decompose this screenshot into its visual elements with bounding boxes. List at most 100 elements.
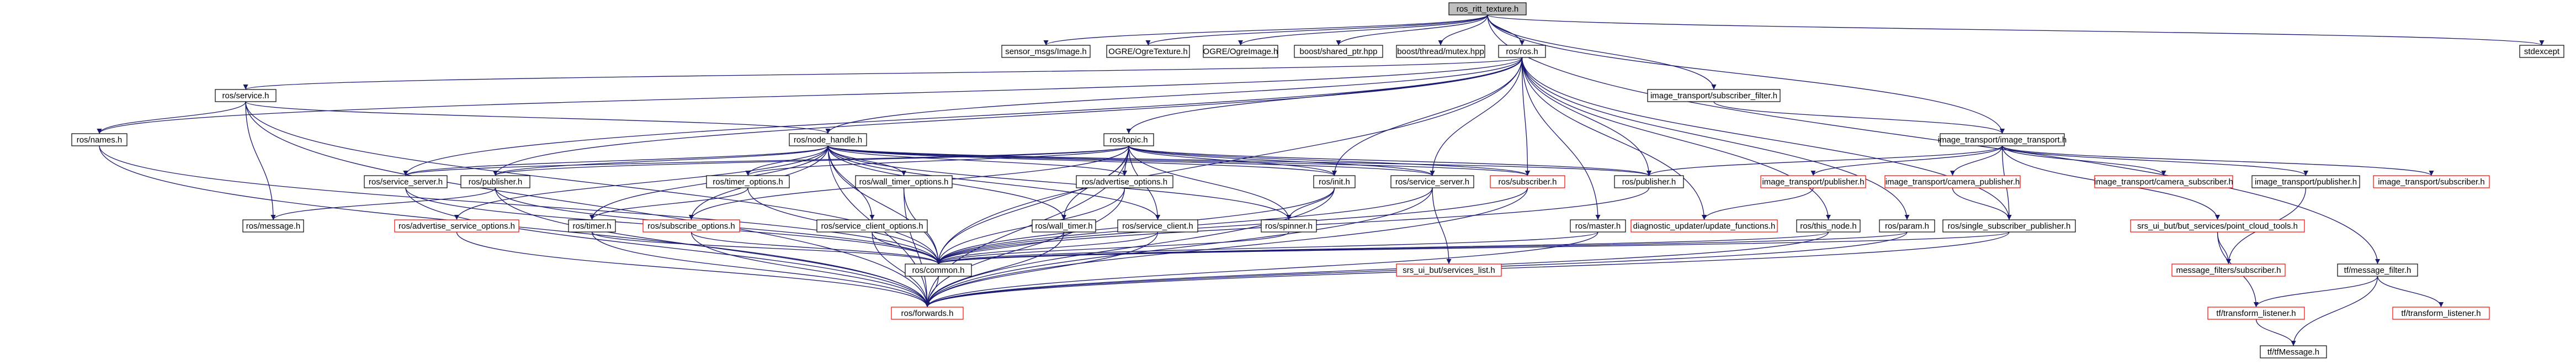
node-it_pub2[interactable]: image_transport/publisher.h [2251,175,2360,188]
node-rospub_r[interactable]: ros/publisher.h [1614,175,1684,188]
node-label-it_pub: image_transport/publisher.h [1762,177,1864,187]
node-roscommon[interactable]: ros/common.h [905,263,972,277]
node-stdexcept[interactable]: stdexcept [2519,45,2564,58]
edge-rosros-to-rosnames [97,57,1523,134]
node-label-rostimer: ros/timer.h [572,221,611,231]
node-box-nodehandle [789,133,867,146]
node-rostopic[interactable]: ros/topic.h [1103,133,1154,146]
node-label-root: ros_ritt_texture.h [1457,4,1519,14]
node-it_sub[interactable]: image_transport/subscriber.h [2373,175,2490,188]
node-singlesubpub[interactable]: ros/single_subscriber_publisher.h [1942,219,2076,233]
node-it_it[interactable]: image_transport/image_transport.h [1938,133,2067,146]
edge-rosros-to-servsrv_r [1430,57,1523,176]
node-label-rosservice: ros/service.h [222,91,269,101]
node-label-rospub_r: ros/publisher.h [1622,177,1676,187]
node-it_campub[interactable]: image_transport/camera_publisher.h [1884,175,2021,188]
edge-rosros-to-rosinit [1331,57,1523,176]
node-rosros[interactable]: ros/ros.h [1498,45,1546,58]
node-rostimer[interactable]: ros/timer.h [568,219,616,233]
node-sharedptr[interactable]: boost/shared_ptr.hpp [1294,45,1383,58]
node-label-tftl_l: tf/transform_listener.h [2216,309,2296,318]
node-subopt[interactable]: ros/subscribe_options.h [642,219,740,233]
node-rosinit[interactable]: ros/init.h [1313,175,1356,188]
node-sensor_msgs[interactable]: sensor_msgs/Image.h [1001,45,1091,58]
edge-rostopic-to-rossub [1128,145,1530,176]
node-label-rosforwards: ros/forwards.h [901,309,953,318]
node-it_pub[interactable]: image_transport/publisher.h [1760,175,1866,188]
edge-it_subfilter-to-it_it [1713,101,2005,134]
node-tftl_r[interactable]: tf/transform_listener.h [2392,307,2490,320]
edge-root-to-sensor_msgs [1043,14,1488,46]
node-box-tfmsgfilter [2337,263,2418,277]
node-diagupd[interactable]: diagnostic_updater/update_functions.h [1630,219,1778,233]
node-label-tfmessage: tf/tfMessage.h [2267,347,2319,357]
node-box-walltimer [1032,219,1096,233]
node-label-rosspinner: ros/spinner.h [1265,221,1313,231]
node-box-rostimer [568,219,616,233]
node-nodehandle[interactable]: ros/node_handle.h [789,133,867,146]
node-label-subopt: ros/subscribe_options.h [647,221,735,231]
edge-walltimer-to-roscommon [936,231,1065,265]
edge-walltimeropt-to-rosforwards [903,187,930,308]
node-box-rospub_r [1614,175,1684,188]
node-ogreimage[interactable]: OGRE/OgreImage.h [1203,45,1278,58]
node-thisnode[interactable]: ros/this_node.h [1796,219,1861,233]
node-advservopt[interactable]: ros/advertise_service_options.h [394,219,519,233]
node-box-servclient [1117,219,1198,233]
edge-rostopic-to-servsrv_r [1128,145,1435,176]
node-servsrv_r[interactable]: ros/service_server.h [1390,175,1474,188]
node-root[interactable]: ros_ritt_texture.h [1448,2,1527,15]
node-rosmaster[interactable]: ros/master.h [1570,219,1626,233]
node-rossub[interactable]: ros/subscriber.h [1490,175,1565,188]
node-label-thisnode: ros/this_node.h [1800,221,1857,231]
node-box-rossub [1490,175,1565,188]
node-servclientopt[interactable]: ros/service_client_options.h [816,219,928,233]
node-rosservice[interactable]: ros/service.h [215,89,277,102]
node-timeropt[interactable]: ros/timer_options.h [706,175,790,188]
node-mutex[interactable]: boost/thread/mutex.hpp [1396,45,1485,58]
node-servsrv_l[interactable]: ros/service_server.h [364,175,448,188]
edge-tfmsgfilter-to-tftl_l [2254,276,2378,308]
edge-it_it-to-it_sub [2001,145,2434,176]
node-srsservlist[interactable]: srs_ui_but/services_list.h [1396,263,1502,277]
node-box-rosmaster [1570,219,1626,233]
node-rosmessage[interactable]: ros/message.h [242,219,304,233]
edge-rosnames-to-roscommon [99,145,941,265]
node-walltimer[interactable]: ros/wall_timer.h [1032,219,1096,233]
node-label-msgfilt: message_filters/subscriber.h [2176,266,2281,275]
node-it_subfilter[interactable]: image_transport/subscriber_filter.h [1647,89,1781,102]
node-rospub_l[interactable]: ros/publisher.h [460,175,530,188]
node-tfmsgfilter[interactable]: tf/message_filter.h [2337,263,2418,277]
node-msgfilt[interactable]: message_filters/subscriber.h [2171,263,2286,277]
node-box-tftl_r [2392,307,2490,320]
node-tftl_l[interactable]: tf/transform_listener.h [2207,307,2305,320]
node-box-servclientopt [816,219,928,233]
edge-walltimer-to-rosforwards [925,231,1065,308]
edge-rostopic-to-rospub_r [1128,145,1651,176]
edge-singlesubpub-to-roscommon [936,231,2010,265]
edge-nodehandle-to-rospub_l [493,145,828,176]
node-ogretexture[interactable]: OGRE/OgreTexture.h [1106,45,1190,58]
node-tfmessage[interactable]: tf/tfMessage.h [2260,345,2327,358]
node-it_camsub[interactable]: image_transport/camera_subscriber.h [2094,175,2233,188]
node-label-singlesubpub: ros/single_subscriber_publisher.h [1948,221,2071,231]
edge-tfmsgfilter-to-tfmessage [2291,276,2378,346]
edge-servclientopt-to-rosforwards [872,231,930,308]
node-rosspinner[interactable]: ros/spinner.h [1261,219,1317,233]
node-box-singlesubpub [1942,219,2076,233]
node-rosparam[interactable]: ros/param.h [1879,219,1935,233]
edge-rostopic-to-servsrv_l [403,145,1129,176]
edge-rosros-to-rosmaster [1521,57,1601,220]
node-walltimeropt[interactable]: ros/wall_timer_options.h [855,175,953,188]
edge-rosros-to-rossub [1521,57,1531,176]
edge-root-to-sharedptr [1336,14,1488,46]
node-box-rosparam [1879,219,1935,233]
node-rosnames[interactable]: ros/names.h [71,133,128,146]
node-servclient[interactable]: ros/service_client.h [1117,219,1198,233]
node-rosforwards[interactable]: ros/forwards.h [891,307,964,320]
node-advopt[interactable]: ros/advertise_options.h [1076,175,1173,188]
edge-rosmaster-to-roscommon [936,231,1598,265]
node-label-it_sub: image_transport/subscriber.h [2378,177,2484,187]
node-srspcl[interactable]: srs_ui_but/but_services/point_cloud_tool… [2130,219,2305,233]
node-box-root [1448,2,1527,15]
